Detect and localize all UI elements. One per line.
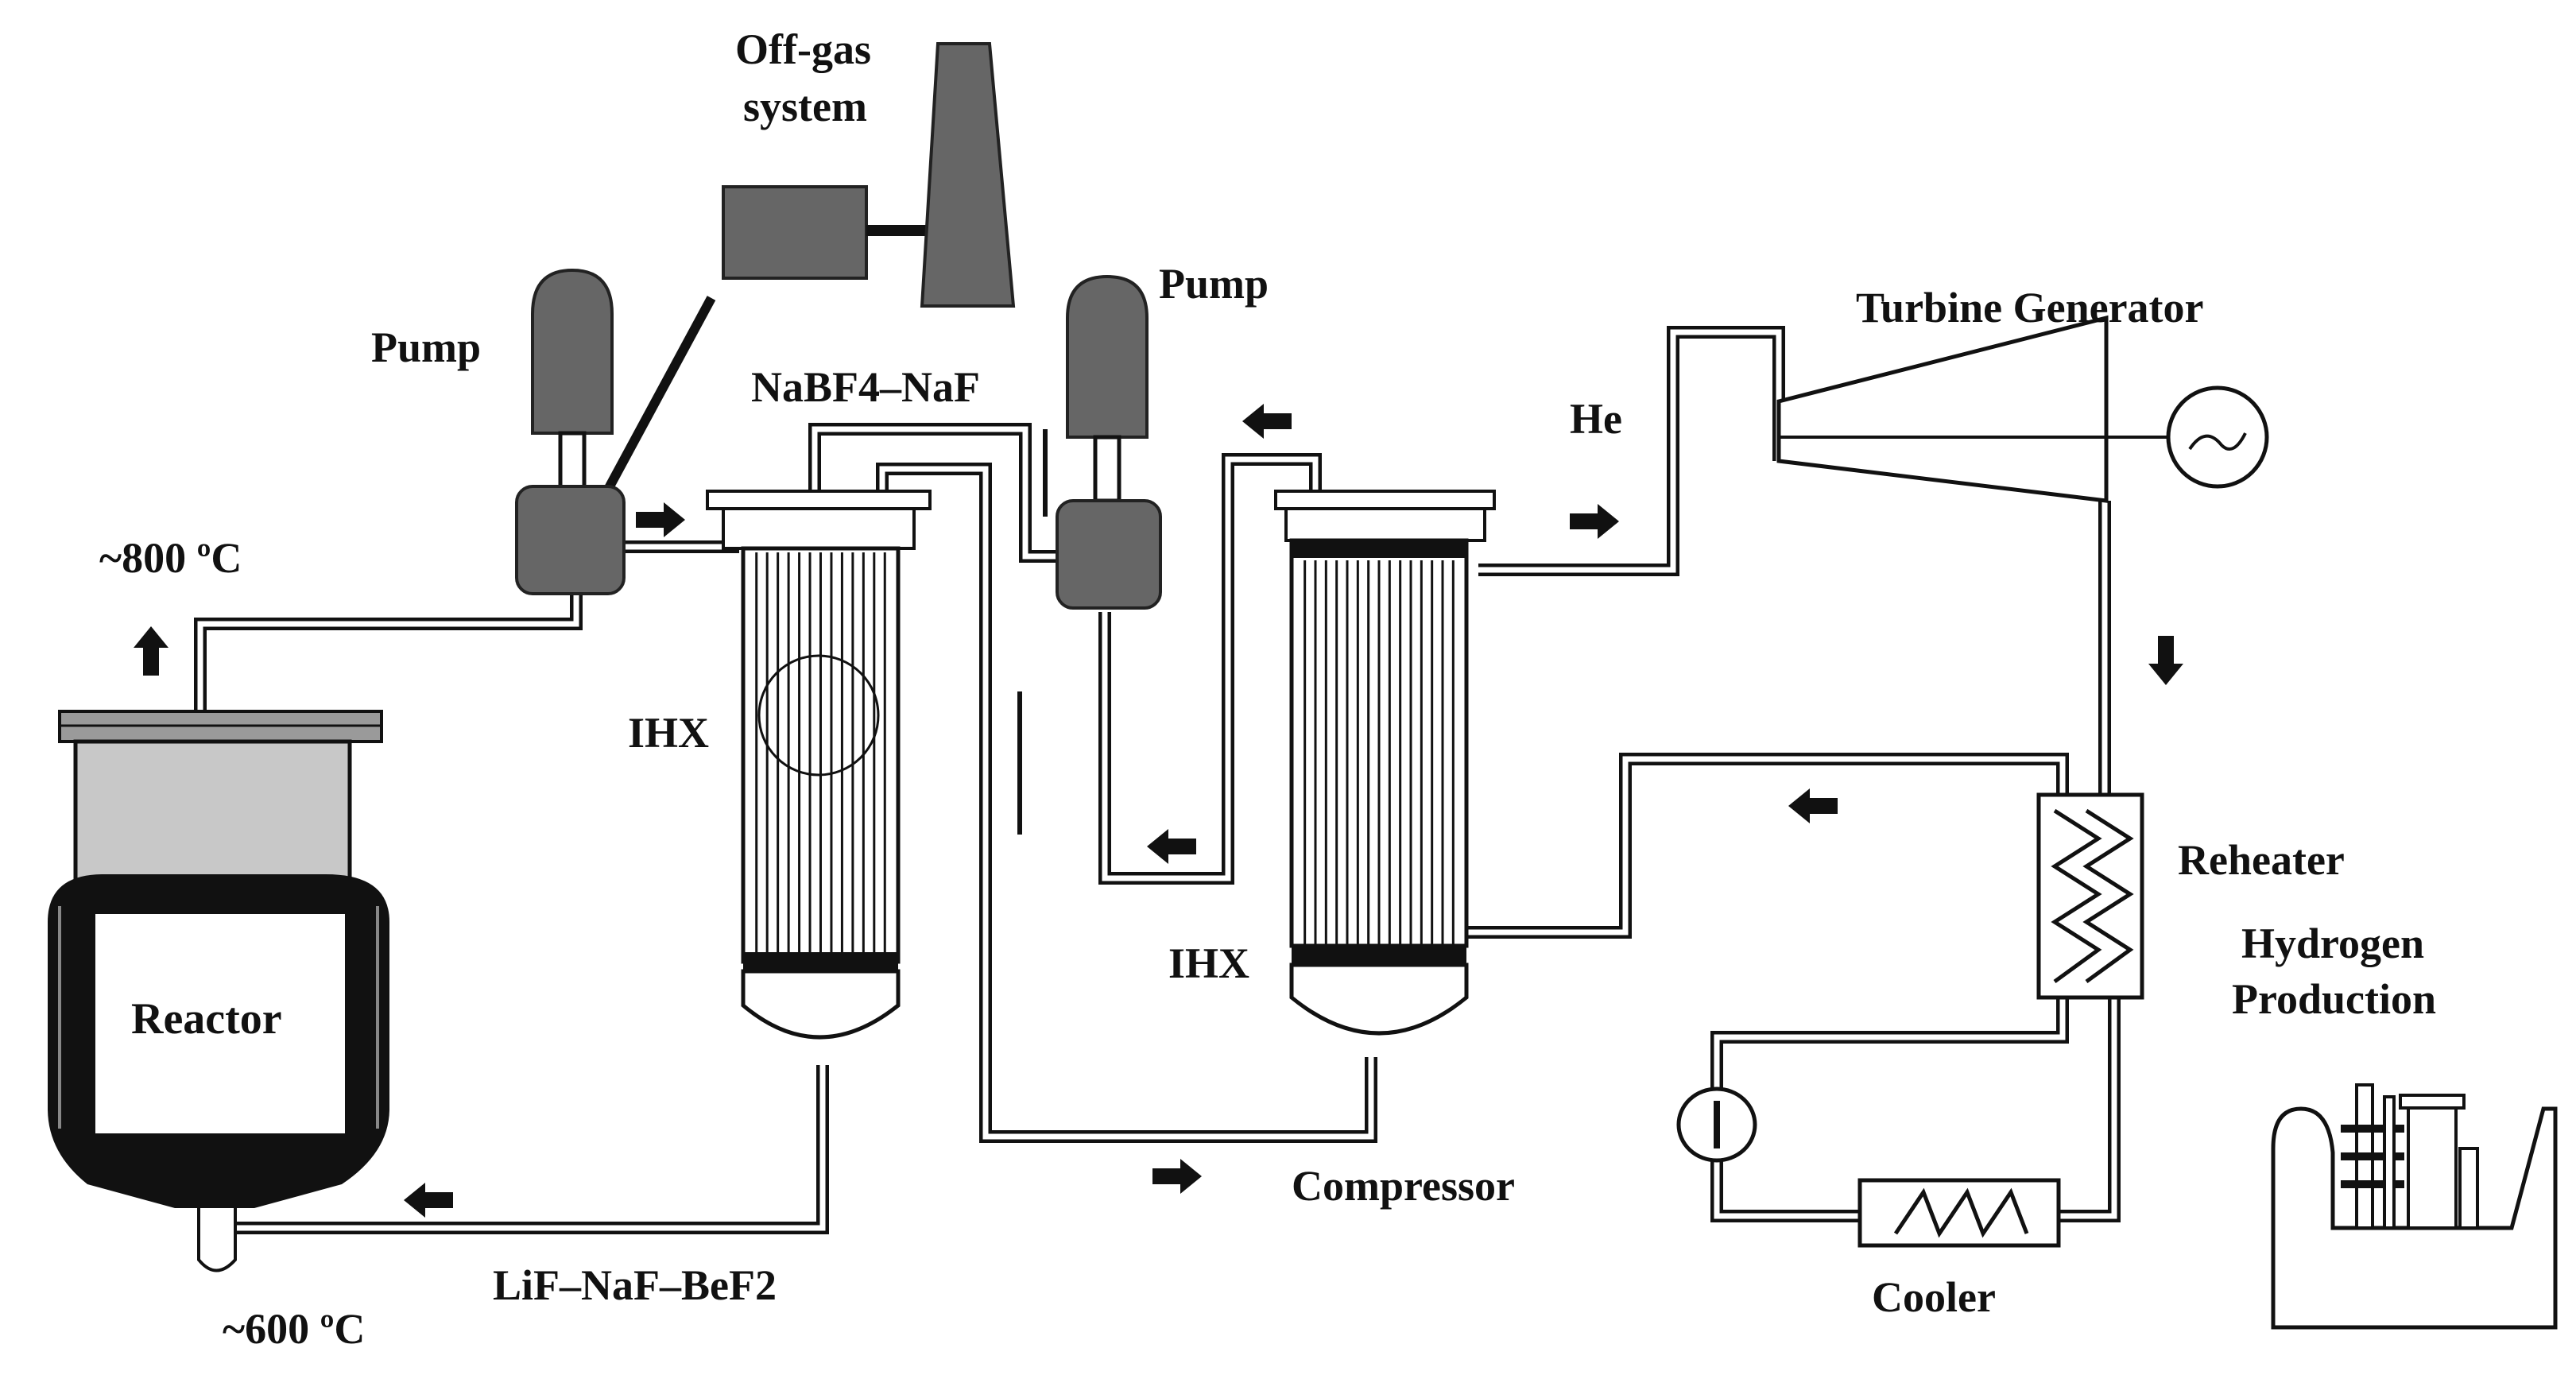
reactor-vessel: [48, 710, 389, 1272]
cooler-label: Cooler: [1872, 1273, 1996, 1321]
arrow-left: [1242, 404, 1292, 439]
cooler: [1857, 1178, 2061, 1248]
arrow-right: [1570, 504, 1619, 539]
lif-naf-bef2-label: LiF–NaF–BeF2: [493, 1261, 777, 1309]
pump-left: [515, 268, 626, 595]
arrow-left: [1788, 788, 1838, 823]
hydrogen-production-label-line2: Production: [2232, 975, 2436, 1023]
flow-arrows: [134, 404, 2183, 1218]
turbine-body: [1776, 315, 2109, 503]
ihx-left-bottom-head: [741, 969, 901, 1040]
hydrogen-production-label-line1: Hydrogen: [2241, 920, 2424, 967]
turbine-generator: [1776, 315, 2269, 503]
hydrogen-production-plant: [2271, 1083, 2558, 1330]
arrow-left: [404, 1183, 453, 1218]
pump-right: [1056, 274, 1162, 610]
reactor-label: Reactor: [131, 994, 282, 1044]
pump-left-label: Pump: [371, 323, 481, 371]
pump-left-motor: [531, 268, 614, 435]
he-label: He: [1570, 395, 1622, 443]
reheater-label: Reheater: [2178, 836, 2345, 884]
hydrogen-plant-outline: [2271, 1106, 2558, 1330]
ihx-right-label: IHX: [1168, 939, 1249, 987]
pump-left-casing: [515, 485, 626, 595]
arrow-down: [2148, 636, 2183, 685]
reactor-drain-nozzle: [197, 1208, 237, 1272]
secondary-loop-pipes: [808, 423, 1377, 1143]
cold-temperature-label: ~600 ºC: [223, 1305, 365, 1353]
reactor-core: [92, 911, 348, 1137]
off-gas-label-line2: system: [743, 83, 867, 130]
off-gas-system: [722, 42, 1016, 308]
pump-right-label: Pump: [1159, 260, 1269, 308]
reheater-coil-left: [2051, 808, 2102, 984]
ihx-left-label: IHX: [628, 709, 709, 757]
reactor-upper-shell: [73, 739, 352, 887]
nabf4-naf-label: NaBF4–NaF: [751, 363, 980, 411]
reheater-coil-right: [2082, 808, 2134, 984]
pump-right-casing: [1056, 499, 1162, 610]
ihx-left-tube-bundle: [755, 552, 886, 952]
compressor-label: Compressor: [1292, 1162, 1515, 1210]
off-gas-stack: [920, 42, 1016, 308]
ihx-right-tube-sheet: [1292, 944, 1466, 965]
pump-right-motor: [1066, 274, 1149, 439]
arrow-right: [1152, 1159, 1202, 1194]
off-gas-tank: [722, 185, 868, 280]
generator-icon: [2166, 385, 2269, 489]
arrow-right: [636, 502, 685, 537]
hot-temperature-label: ~800 ºC: [99, 534, 242, 582]
ihx-left: [706, 490, 932, 1040]
arrow-up: [134, 626, 169, 676]
arrow-left: [1147, 829, 1196, 864]
ihx-left-tube-sheet: [743, 952, 898, 971]
off-gas-feed-line: [599, 296, 716, 499]
ihx-right-tube-bundle: [1303, 560, 1455, 944]
ihx-right-bottom-head: [1289, 962, 1469, 1036]
cooler-box: [1857, 1178, 2061, 1248]
turbine-generator-label: Turbine Generator: [1856, 284, 2203, 331]
zigzag-coil-icon: [1893, 1187, 2029, 1238]
off-gas-label-line1: Off-gas: [735, 25, 871, 73]
compressor: [1676, 1086, 1757, 1163]
ihx-right: [1274, 490, 1496, 1036]
helium-loop-pipes: [1462, 326, 2121, 1222]
reheater: [2036, 792, 2144, 1000]
